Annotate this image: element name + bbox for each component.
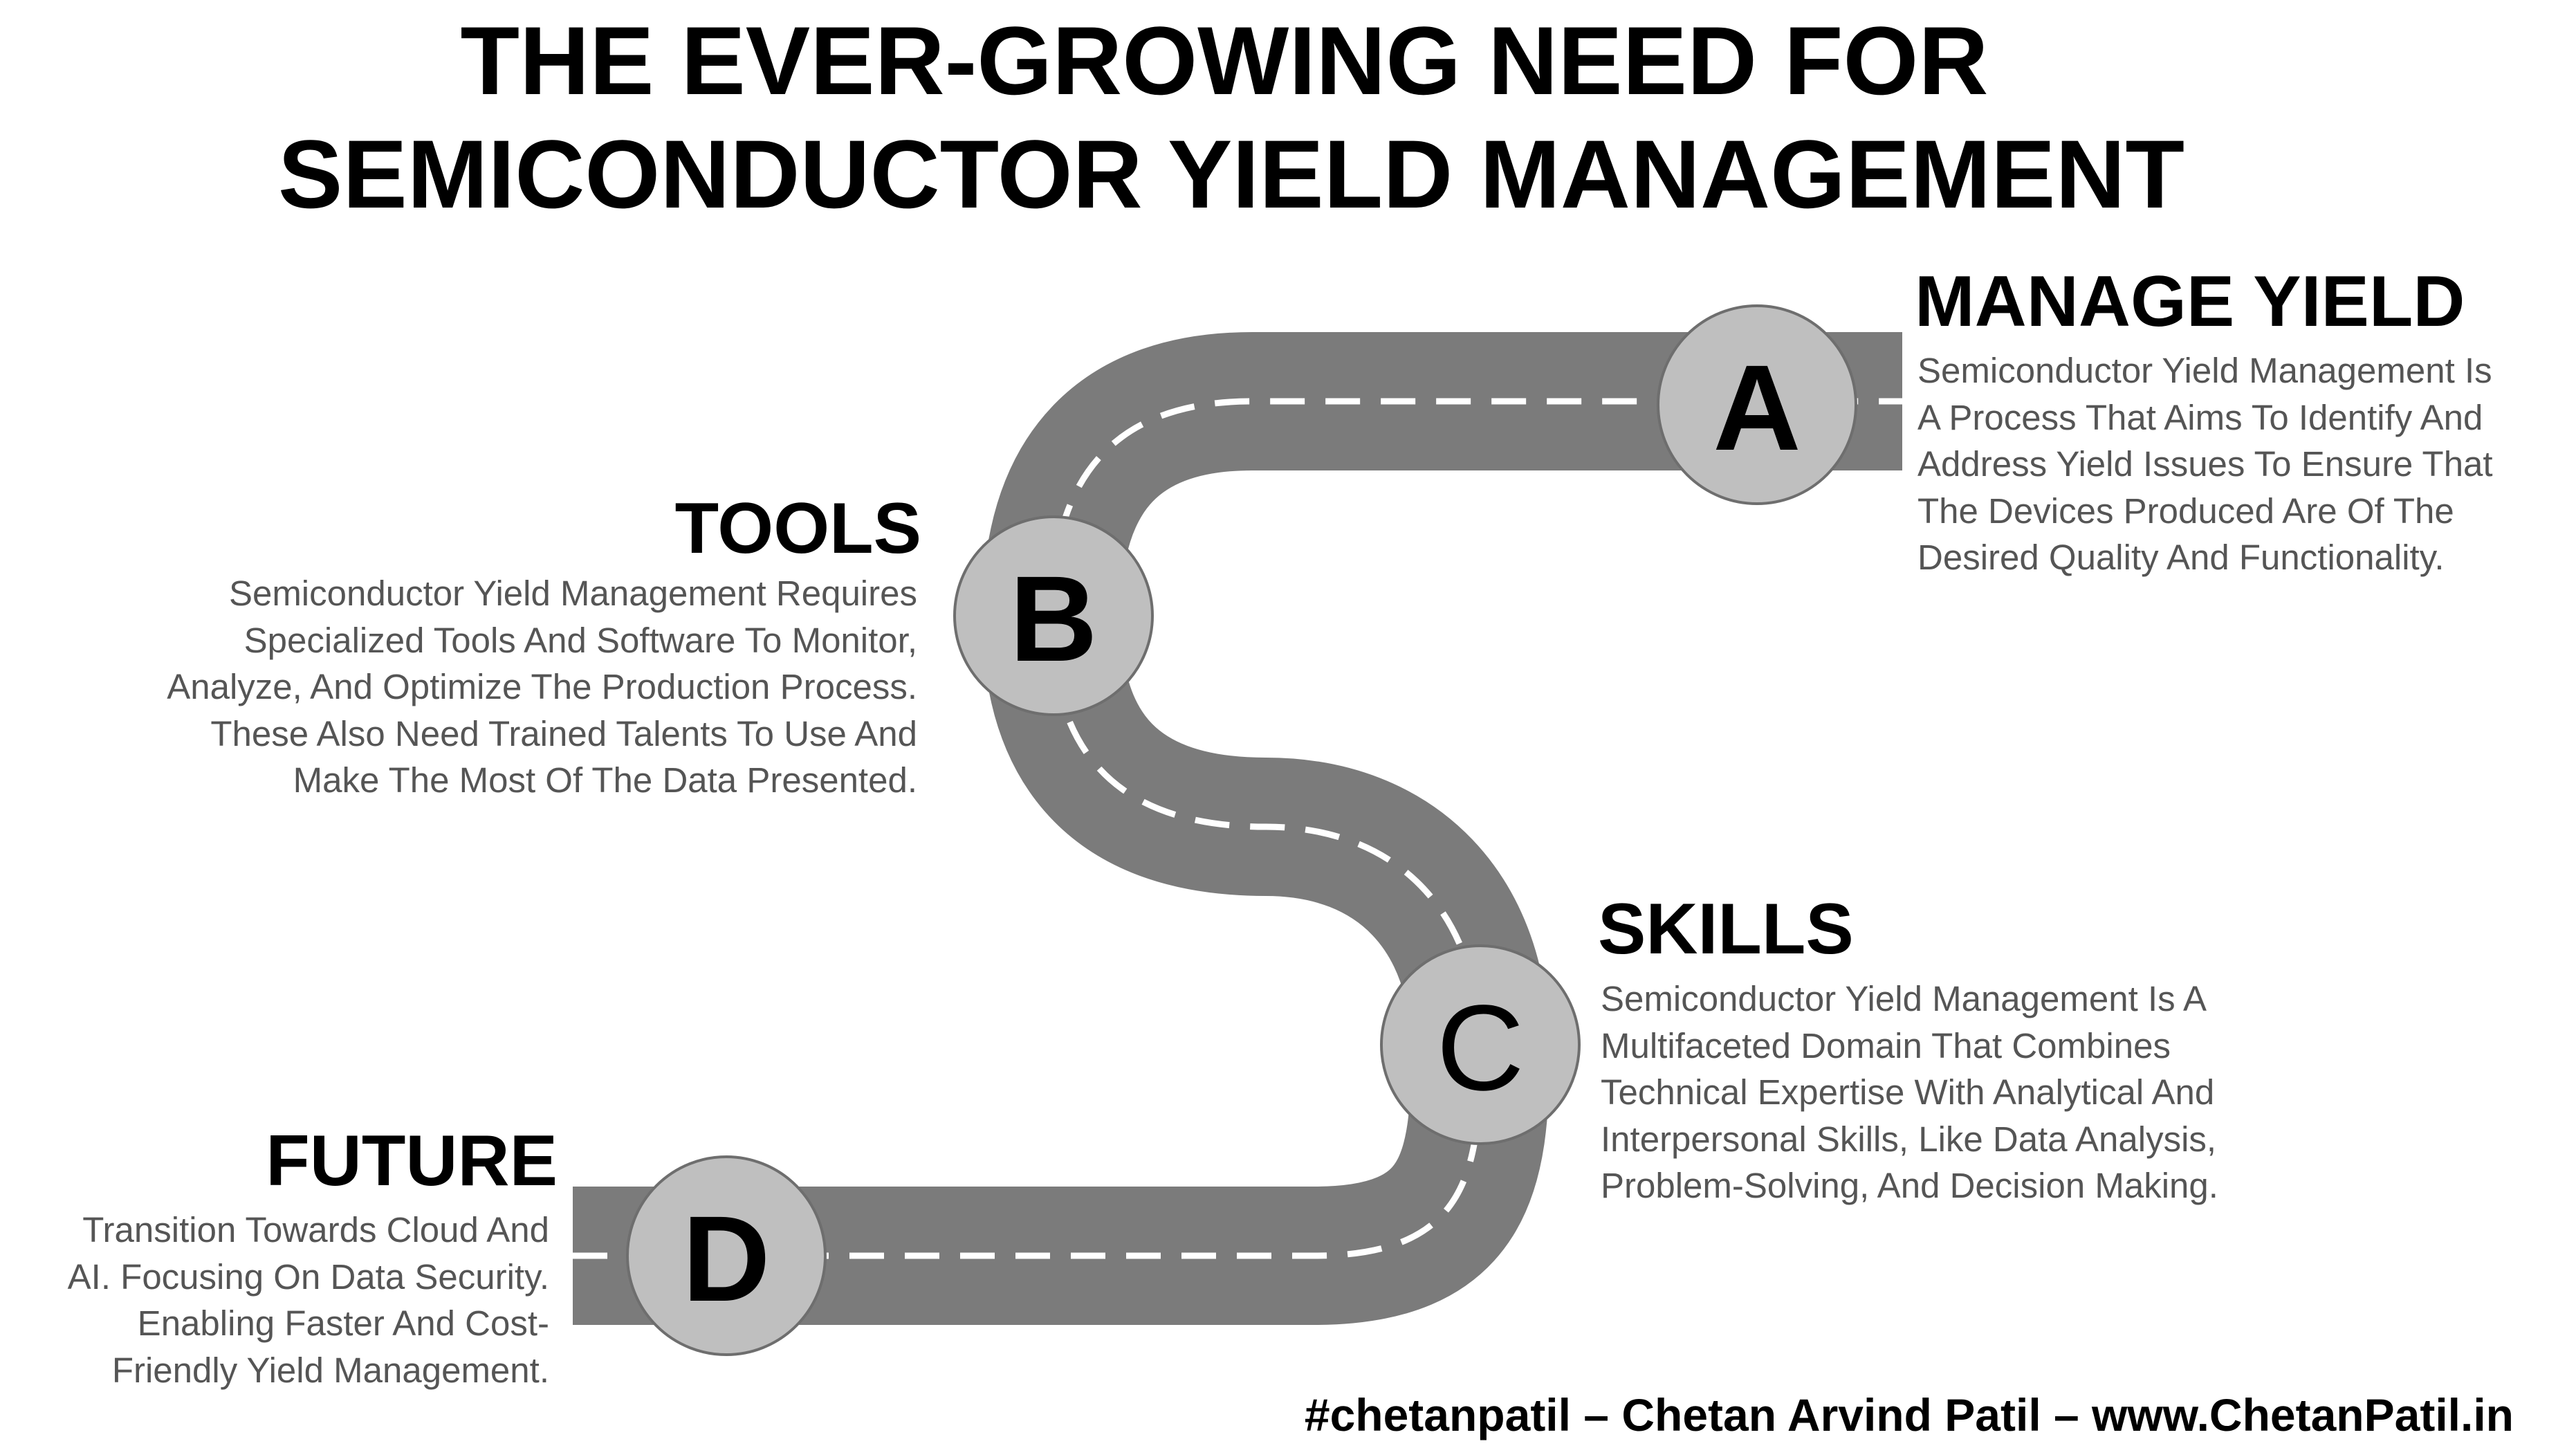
road-centre-line <box>573 398 1902 1259</box>
description-future: Transition Towards Cloud And AI. Focusin… <box>68 1207 549 1393</box>
marker-b: B <box>953 515 1154 716</box>
title-line-1: THE EVER-GROWING NEED FOR <box>460 6 1989 115</box>
title-line-2: SEMICONDUCTOR YIELD MANAGEMENT <box>277 120 2185 228</box>
description-line: A Process That Aims To Identify And <box>1917 397 2483 437</box>
description-line: Semiconductor Yield Management Is A <box>1601 979 2207 1018</box>
description-line: AI. Focusing On Data Security. <box>67 1256 549 1297</box>
marker-a-label: A <box>1713 340 1801 476</box>
heading-skills: SKILLS <box>1598 889 1854 969</box>
description-line: These Also Need Trained Talents To Use A… <box>210 713 917 753</box>
description-tools: Semiconductor Yield Management Requires … <box>167 570 917 804</box>
description-line: Address Yield Issues To Ensure That <box>1917 444 2493 484</box>
description-line: Specialized Tools And Software To Monito… <box>243 620 917 660</box>
description-line: Interpersonal Skills, Like Data Analysis… <box>1601 1119 2217 1159</box>
description-line: Semiconductor Yield Management Requires <box>228 574 917 613</box>
heading-future: FUTURE <box>266 1121 558 1201</box>
description-line: Analyze, And Optimize The Production Pro… <box>167 667 917 706</box>
description-skills: Semiconductor Yield Management Is A Mult… <box>1601 976 2218 1209</box>
description-line: Technical Expertise With Analytical And <box>1601 1072 2215 1112</box>
marker-b-label: B <box>1009 551 1097 687</box>
description-line: Enabling Faster And Cost- <box>137 1303 549 1343</box>
marker-d: D <box>626 1155 827 1356</box>
description-line: Semiconductor Yield Management Is <box>1917 351 2492 390</box>
description-line: Transition Towards Cloud And <box>82 1210 549 1250</box>
description-line: Friendly Yield Management. <box>111 1350 549 1390</box>
description-line: Desired Quality And Functionality. <box>1917 538 2445 577</box>
marker-c: C <box>1380 944 1581 1145</box>
marker-d-label: D <box>682 1191 770 1327</box>
heading-tools: TOOLS <box>674 488 921 569</box>
description-line: Problem-Solving, And Decision Making. <box>1601 1166 2218 1205</box>
heading-manage-yield: MANAGE YIELD <box>1915 262 2465 342</box>
description-line: Multifaceted Domain That Combines <box>1601 1025 2171 1065</box>
marker-a: A <box>1657 304 1857 505</box>
marker-c-label: C <box>1436 980 1524 1116</box>
footer-credit: #chetanpatil – Chetan Arvind Patil – www… <box>1304 1389 2514 1440</box>
description-line: The Devices Produced Are Of The <box>1917 491 2454 531</box>
description-line: Make The Most Of The Data Presented. <box>293 760 917 800</box>
description-manage-yield: Semiconductor Yield Management Is A Proc… <box>1917 347 2493 581</box>
